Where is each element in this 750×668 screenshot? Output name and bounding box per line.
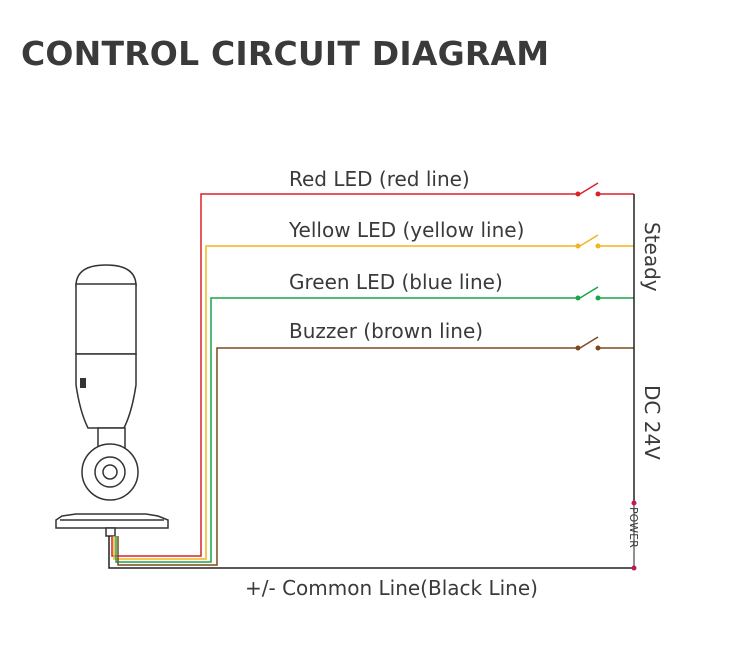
red-led-label: Red LED (red line) (289, 167, 470, 191)
dc-voltage-label: DC 24V (640, 385, 664, 460)
power-label: POWER (627, 507, 640, 548)
power-terminal-top (631, 500, 637, 506)
yellow-wire (113, 245, 578, 560)
common-line-wire (108, 536, 634, 569)
brown-wire (117, 347, 578, 566)
green-led-label: Green LED (blue line) (289, 270, 503, 294)
signal-tower-illustration (55, 264, 169, 537)
tower-knob-center (102, 464, 118, 480)
tower-indicator (80, 378, 86, 388)
tower-lamp-dome (75, 264, 137, 287)
switch-red (575, 182, 634, 197)
switch-green (575, 286, 634, 301)
buzzer-label: Buzzer (brown line) (289, 319, 483, 343)
common-line-label: +/- Common Line(Black Line) (245, 576, 538, 600)
steady-label: Steady (640, 222, 664, 292)
switches (575, 182, 634, 351)
switch-brown (575, 336, 634, 351)
tower-lamp-body (75, 283, 137, 355)
tower-cable-exit (105, 527, 116, 537)
common-line (108, 536, 634, 569)
tower-base (55, 513, 169, 529)
red-wire (111, 193, 578, 557)
power-terminal-bottom (631, 565, 637, 571)
wire-bundle (111, 193, 578, 566)
yellow-led-label: Yellow LED (yellow line) (288, 218, 524, 242)
page-title: CONTROL CIRCUIT DIAGRAM (21, 34, 550, 73)
switch-yellow (575, 234, 634, 249)
tower-body-lower (75, 353, 137, 429)
green-wire (115, 297, 578, 563)
